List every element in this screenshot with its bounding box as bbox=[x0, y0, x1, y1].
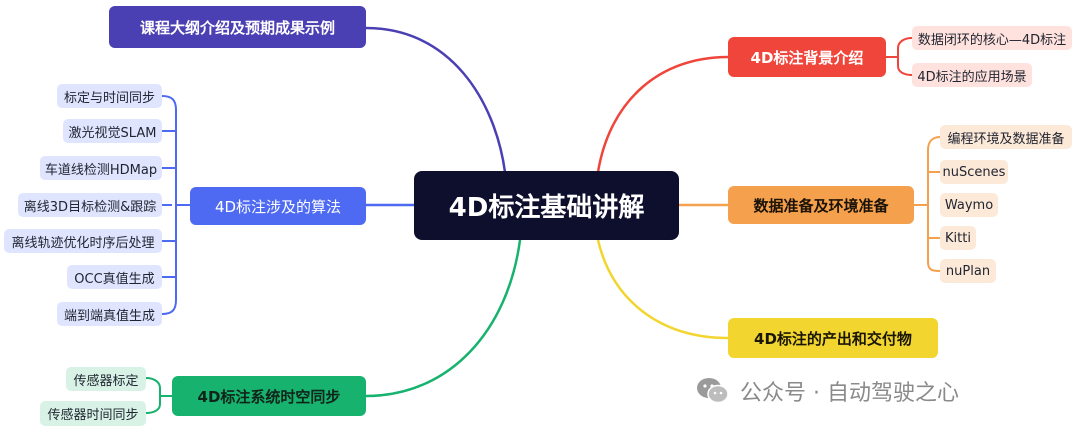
data-bracket bbox=[914, 136, 941, 272]
watermark-text: 公众号 · 自动驾驶之心 bbox=[740, 381, 959, 406]
data-item-nuplan[interactable]: nuPlan bbox=[940, 259, 996, 283]
algo-item-lane-hdmap[interactable]: 车道线检测HDMap bbox=[40, 156, 162, 180]
background-bracket bbox=[886, 37, 913, 76]
algo-item-end-to-end[interactable]: 端到端真值生成 bbox=[57, 302, 162, 326]
algo-item-calibration[interactable]: 标定与时间同步 bbox=[57, 84, 162, 108]
sync-bracket bbox=[145, 377, 172, 414]
sync-item-calibration[interactable]: 传感器标定 bbox=[66, 367, 146, 391]
data-item-env[interactable]: 编程环境及数据准备 bbox=[940, 125, 1072, 149]
link-center-sync bbox=[365, 239, 522, 398]
background-item-scenarios[interactable]: 4D标注的应用场景 bbox=[912, 63, 1032, 87]
background-item-core[interactable]: 数据闭环的核心—4D标注 bbox=[912, 26, 1072, 50]
data-item-nuscenes[interactable]: nuScenes bbox=[940, 160, 1008, 184]
branch-sync[interactable]: 4D标注系统时空同步 bbox=[172, 376, 366, 416]
data-item-kitti[interactable]: Kitti bbox=[940, 226, 976, 250]
wechat-icon bbox=[697, 378, 729, 404]
link-center-course bbox=[365, 26, 507, 173]
data-item-waymo[interactable]: Waymo bbox=[940, 193, 998, 217]
sync-item-time-sync[interactable]: 传感器时间同步 bbox=[40, 401, 146, 426]
algo-bracket bbox=[161, 95, 190, 315]
algo-item-occ[interactable]: OCC真值生成 bbox=[67, 265, 162, 289]
branch-data[interactable]: 数据准备及环境准备 bbox=[728, 186, 914, 224]
central-topic[interactable]: 4D标注基础讲解 bbox=[414, 171, 679, 240]
algo-item-trajectory[interactable]: 离线轨迹优化时序后处理 bbox=[4, 229, 162, 253]
watermark: 公众号 · 自动驾驶之心 bbox=[696, 374, 1046, 408]
link-center-output bbox=[596, 239, 729, 340]
algo-item-slam[interactable]: 激光视觉SLAM bbox=[63, 119, 162, 143]
branch-background[interactable]: 4D标注背景介绍 bbox=[728, 37, 886, 77]
branch-output[interactable]: 4D标注的产出和交付物 bbox=[728, 318, 938, 358]
branch-course[interactable]: 课程大纲介绍及预期成果示例 bbox=[109, 6, 366, 48]
algo-item-3d-detection[interactable]: 离线3D目标检测&跟踪 bbox=[18, 193, 162, 217]
branch-algo[interactable]: 4D标注涉及的算法 bbox=[190, 187, 366, 225]
link-center-background bbox=[596, 55, 729, 173]
